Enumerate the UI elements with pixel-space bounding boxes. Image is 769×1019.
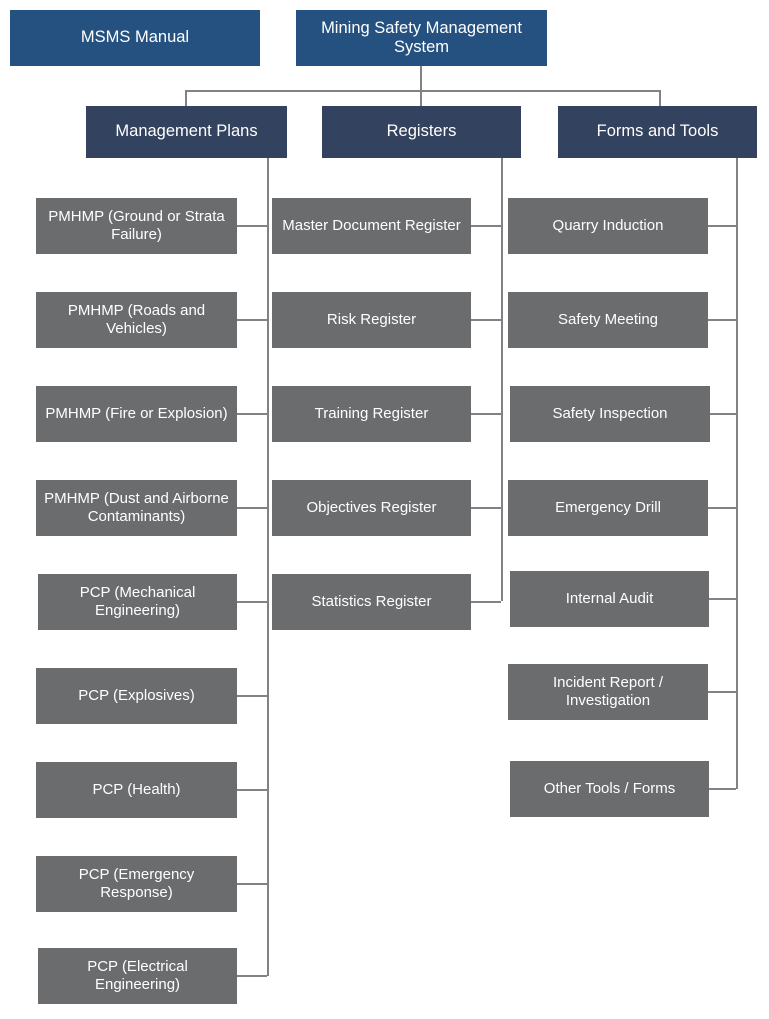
node-pcp-electrical-engineering[interactable]: PCP (Electrical Engineering) bbox=[38, 948, 237, 1004]
node-registers[interactable]: Registers bbox=[322, 106, 521, 158]
node-label: Mining Safety Management System bbox=[321, 18, 522, 56]
node-label: Safety Meeting bbox=[557, 311, 659, 329]
node-other-tools-forms[interactable]: Other Tools / Forms bbox=[510, 761, 709, 817]
node-pcp-explosives[interactable]: PCP (Explosives) bbox=[36, 668, 237, 724]
node-label: Objectives Register bbox=[306, 499, 437, 517]
node-label: PCP (Mechanical Engineering) bbox=[79, 584, 196, 619]
connector-root-drop bbox=[420, 66, 422, 91]
connector-elbow-mp-1 bbox=[237, 225, 267, 227]
node-label: PMHMP (Ground or Strata Failure) bbox=[48, 208, 225, 243]
connector-elbow-ft-6 bbox=[708, 691, 736, 693]
connector-spine-forms-and-tools bbox=[736, 158, 738, 789]
connector-elbow-mp-3 bbox=[237, 413, 267, 415]
node-pmhmp-fire-or-explosion[interactable]: PMHMP (Fire or Explosion) bbox=[36, 386, 237, 442]
node-label: PCP (Explosives) bbox=[78, 687, 195, 705]
connector-spine-registers bbox=[501, 158, 503, 601]
connector-elbow-reg-4 bbox=[471, 507, 501, 509]
connector-spine-management-plans bbox=[267, 158, 269, 976]
connector-elbow-reg-5 bbox=[471, 601, 501, 603]
connector-elbow-mp-4 bbox=[237, 507, 267, 509]
node-label: Statistics Register bbox=[311, 593, 432, 611]
node-forms-and-tools[interactable]: Forms and Tools bbox=[558, 106, 757, 158]
connector-elbow-mp-9 bbox=[237, 975, 267, 977]
node-incident-report-investigation[interactable]: Incident Report / Investigation bbox=[508, 664, 708, 720]
node-msms-manual[interactable]: MSMS Manual bbox=[10, 10, 260, 66]
node-label: Incident Report / Investigation bbox=[552, 674, 664, 709]
node-label: Quarry Induction bbox=[552, 217, 664, 235]
connector-elbow-mp-2 bbox=[237, 319, 267, 321]
connector-elbow-ft-1 bbox=[708, 225, 736, 227]
node-master-document-register[interactable]: Master Document Register bbox=[272, 198, 471, 254]
node-label: Safety Inspection bbox=[552, 405, 668, 423]
connector-elbow-ft-7 bbox=[709, 788, 736, 790]
connector-elbow-ft-5 bbox=[709, 598, 736, 600]
node-label: Other Tools / Forms bbox=[543, 780, 676, 798]
node-label: PCP (Electrical Engineering) bbox=[87, 958, 188, 993]
connector-elbow-mp-7 bbox=[237, 789, 267, 791]
node-objectives-register[interactable]: Objectives Register bbox=[272, 480, 471, 536]
node-label: PCP (Health) bbox=[92, 781, 181, 799]
connector-elbow-ft-4 bbox=[708, 507, 736, 509]
connector-elbow-ft-3 bbox=[710, 413, 736, 415]
node-label: Management Plans bbox=[115, 122, 258, 141]
node-label: PMHMP (Fire or Explosion) bbox=[45, 405, 228, 423]
node-label: Master Document Register bbox=[282, 217, 461, 235]
node-statistics-register[interactable]: Statistics Register bbox=[272, 574, 471, 630]
node-label: Internal Audit bbox=[565, 590, 654, 608]
node-label: Forms and Tools bbox=[596, 122, 719, 141]
connector-elbow-mp-6 bbox=[237, 695, 267, 697]
connector-elbow-mp-5 bbox=[237, 601, 267, 603]
node-safety-inspection[interactable]: Safety Inspection bbox=[510, 386, 710, 442]
node-risk-register[interactable]: Risk Register bbox=[272, 292, 471, 348]
connector-elbow-reg-3 bbox=[471, 413, 501, 415]
node-label: PMHMP (Roads and Vehicles) bbox=[67, 302, 206, 337]
node-safety-meeting[interactable]: Safety Meeting bbox=[508, 292, 708, 348]
node-mining-safety-management-system[interactable]: Mining Safety Management System bbox=[296, 10, 547, 66]
node-label: Emergency Drill bbox=[555, 499, 661, 517]
node-pmhmp-ground-or-strata-failure[interactable]: PMHMP (Ground or Strata Failure) bbox=[36, 198, 237, 254]
connector-elbow-reg-2 bbox=[471, 319, 501, 321]
node-pcp-emergency-response[interactable]: PCP (Emergency Response) bbox=[36, 856, 237, 912]
node-internal-audit[interactable]: Internal Audit bbox=[510, 571, 709, 627]
connector-root-bus bbox=[185, 90, 660, 92]
connector-bus-to-forms-and-tools bbox=[659, 90, 661, 106]
node-label: Registers bbox=[386, 122, 457, 141]
connector-bus-to-management-plans bbox=[185, 90, 187, 106]
node-label: Risk Register bbox=[326, 311, 417, 329]
node-pmhmp-roads-and-vehicles[interactable]: PMHMP (Roads and Vehicles) bbox=[36, 292, 237, 348]
node-pcp-health[interactable]: PCP (Health) bbox=[36, 762, 237, 818]
connector-elbow-ft-2 bbox=[708, 319, 736, 321]
node-training-register[interactable]: Training Register bbox=[272, 386, 471, 442]
node-label: PMHMP (Dust and Airborne Contaminants) bbox=[44, 490, 229, 525]
node-management-plans[interactable]: Management Plans bbox=[86, 106, 287, 158]
connector-bus-to-registers bbox=[420, 90, 422, 106]
node-label: MSMS Manual bbox=[80, 28, 190, 47]
node-pmhmp-dust-and-airborne-contaminants[interactable]: PMHMP (Dust and Airborne Contaminants) bbox=[36, 480, 237, 536]
node-pcp-mechanical-engineering[interactable]: PCP (Mechanical Engineering) bbox=[38, 574, 237, 630]
node-emergency-drill[interactable]: Emergency Drill bbox=[508, 480, 708, 536]
node-label: Training Register bbox=[314, 405, 429, 423]
connector-elbow-mp-8 bbox=[237, 883, 267, 885]
node-quarry-induction[interactable]: Quarry Induction bbox=[508, 198, 708, 254]
connector-elbow-reg-1 bbox=[471, 225, 501, 227]
node-label: PCP (Emergency Response) bbox=[78, 866, 195, 901]
